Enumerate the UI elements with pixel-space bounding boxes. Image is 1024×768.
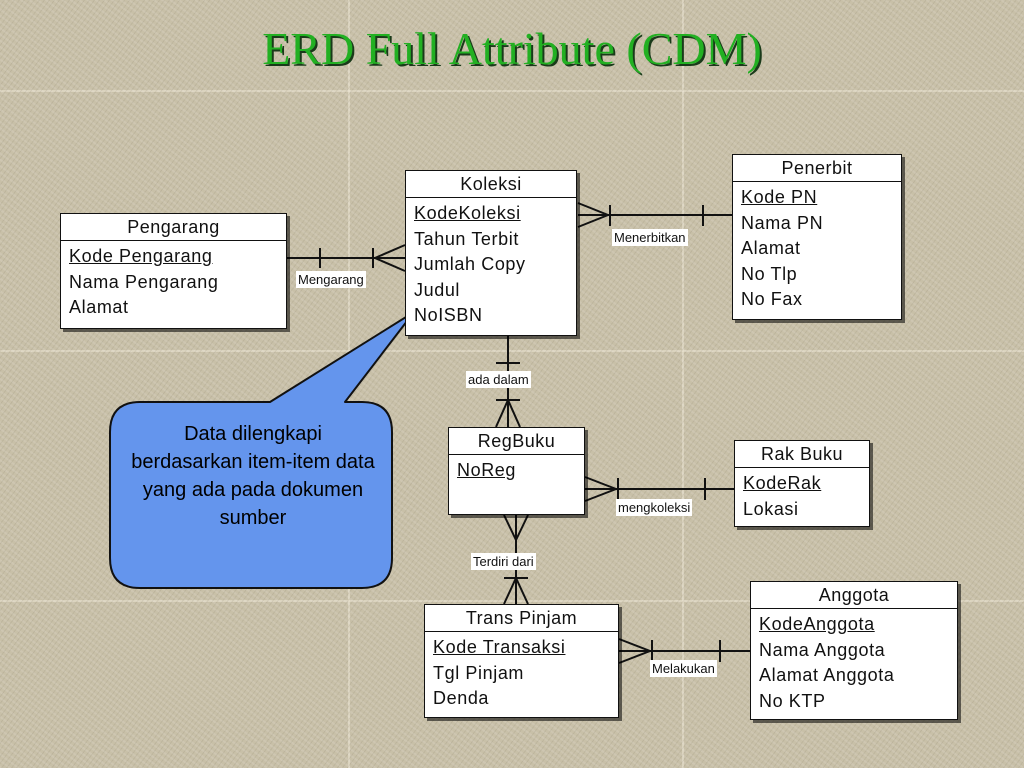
relationship-label-ada-dalam: ada dalam bbox=[466, 371, 531, 388]
attribute-alamat: Alamat bbox=[69, 297, 129, 317]
attribute-noisbn: NoISBN bbox=[414, 305, 483, 325]
callout-text: Data dilengkapi berdasarkan item-item da… bbox=[131, 423, 375, 529]
attribute-alamat: Alamat bbox=[741, 238, 801, 258]
callout-bubble bbox=[109, 311, 415, 589]
attribute-kode-pengarang: Kode Pengarang bbox=[69, 246, 213, 266]
relationship-label-melakukan: Melakukan bbox=[650, 660, 717, 677]
attribute-jumlah-copy: Jumlah Copy bbox=[414, 254, 526, 274]
entity-trans-pinjam-name: Trans Pinjam bbox=[425, 605, 618, 632]
entity-koleksi: Koleksi KodeKoleksi Tahun Terbit Jumlah … bbox=[405, 170, 577, 336]
entity-anggota: Anggota KodeAnggota Nama Anggota Alamat … bbox=[750, 581, 958, 720]
relationship-label-mengkoleksi: mengkoleksi bbox=[616, 499, 693, 516]
entity-pengarang-name: Pengarang bbox=[61, 214, 286, 241]
attribute-kodeanggota: KodeAnggota bbox=[759, 614, 875, 634]
crowsfoot-koleksi-mengarang bbox=[372, 244, 406, 272]
attribute-kode-transaksi: Kode Transaksi bbox=[433, 637, 566, 657]
relationship-label-terdiri-dari: Terdiri dari bbox=[471, 553, 536, 570]
crowsfoot-transpinjam-melakukan bbox=[618, 638, 653, 664]
entity-rak-buku: Rak Buku KodeRak Lokasi bbox=[734, 440, 870, 527]
crowsfoot-koleksi-menerbitkan bbox=[577, 202, 611, 228]
attribute-nama-pengarang: Nama Pengarang bbox=[69, 271, 219, 292]
entity-regbuku: RegBuku NoReg bbox=[448, 427, 585, 515]
entity-penerbit-name: Penerbit bbox=[733, 155, 901, 182]
attribute-judul: Judul bbox=[414, 279, 461, 300]
entity-koleksi-name: Koleksi bbox=[406, 171, 576, 198]
entity-pengarang: Pengarang Kode Pengarang Nama Pengarang … bbox=[60, 213, 287, 329]
attribute-koderak: KodeRak bbox=[743, 473, 822, 493]
attribute-tahun-terbit: Tahun Terbit bbox=[414, 228, 519, 249]
attribute-nama-pn: Nama PN bbox=[741, 212, 824, 233]
crowsfoot-regbuku-mengkoleksi bbox=[584, 476, 619, 502]
attribute-denda: Denda bbox=[433, 688, 490, 708]
entity-trans-pinjam: Trans Pinjam Kode Transaksi Tgl Pinjam D… bbox=[424, 604, 619, 718]
crowsfoot-regbuku-ada-dalam bbox=[495, 397, 521, 428]
attribute-alamat-anggota: Alamat Anggota bbox=[759, 665, 895, 685]
attribute-kodekoleksi: KodeKoleksi bbox=[414, 203, 521, 223]
attribute-no-tlp: No Tlp bbox=[741, 263, 798, 284]
relationship-label-menerbitkan: Menerbitkan bbox=[612, 229, 688, 246]
attribute-nama-anggota: Nama Anggota bbox=[759, 639, 886, 660]
entity-rak-buku-name: Rak Buku bbox=[735, 441, 869, 468]
crowsfoot-regbuku-terdiri-dari bbox=[503, 514, 529, 543]
entity-regbuku-name: RegBuku bbox=[449, 428, 584, 455]
attribute-tgl-pinjam: Tgl Pinjam bbox=[433, 662, 525, 683]
attribute-no-ktp: No KTP bbox=[759, 690, 826, 711]
crowsfoot-transpinjam-terdiri-dari bbox=[503, 575, 529, 605]
attribute-noreg: NoReg bbox=[457, 460, 517, 480]
attribute-kode-pn: Kode PN bbox=[741, 187, 818, 207]
entity-anggota-name: Anggota bbox=[751, 582, 957, 609]
entity-penerbit: Penerbit Kode PN Nama PN Alamat No Tlp N… bbox=[732, 154, 902, 320]
relationship-label-mengarang: Mengarang bbox=[296, 271, 366, 288]
attribute-lokasi: Lokasi bbox=[743, 498, 799, 519]
page-title: ERD Full Attribute (CDM) bbox=[262, 23, 762, 74]
attribute-no-fax: No Fax bbox=[741, 289, 803, 309]
